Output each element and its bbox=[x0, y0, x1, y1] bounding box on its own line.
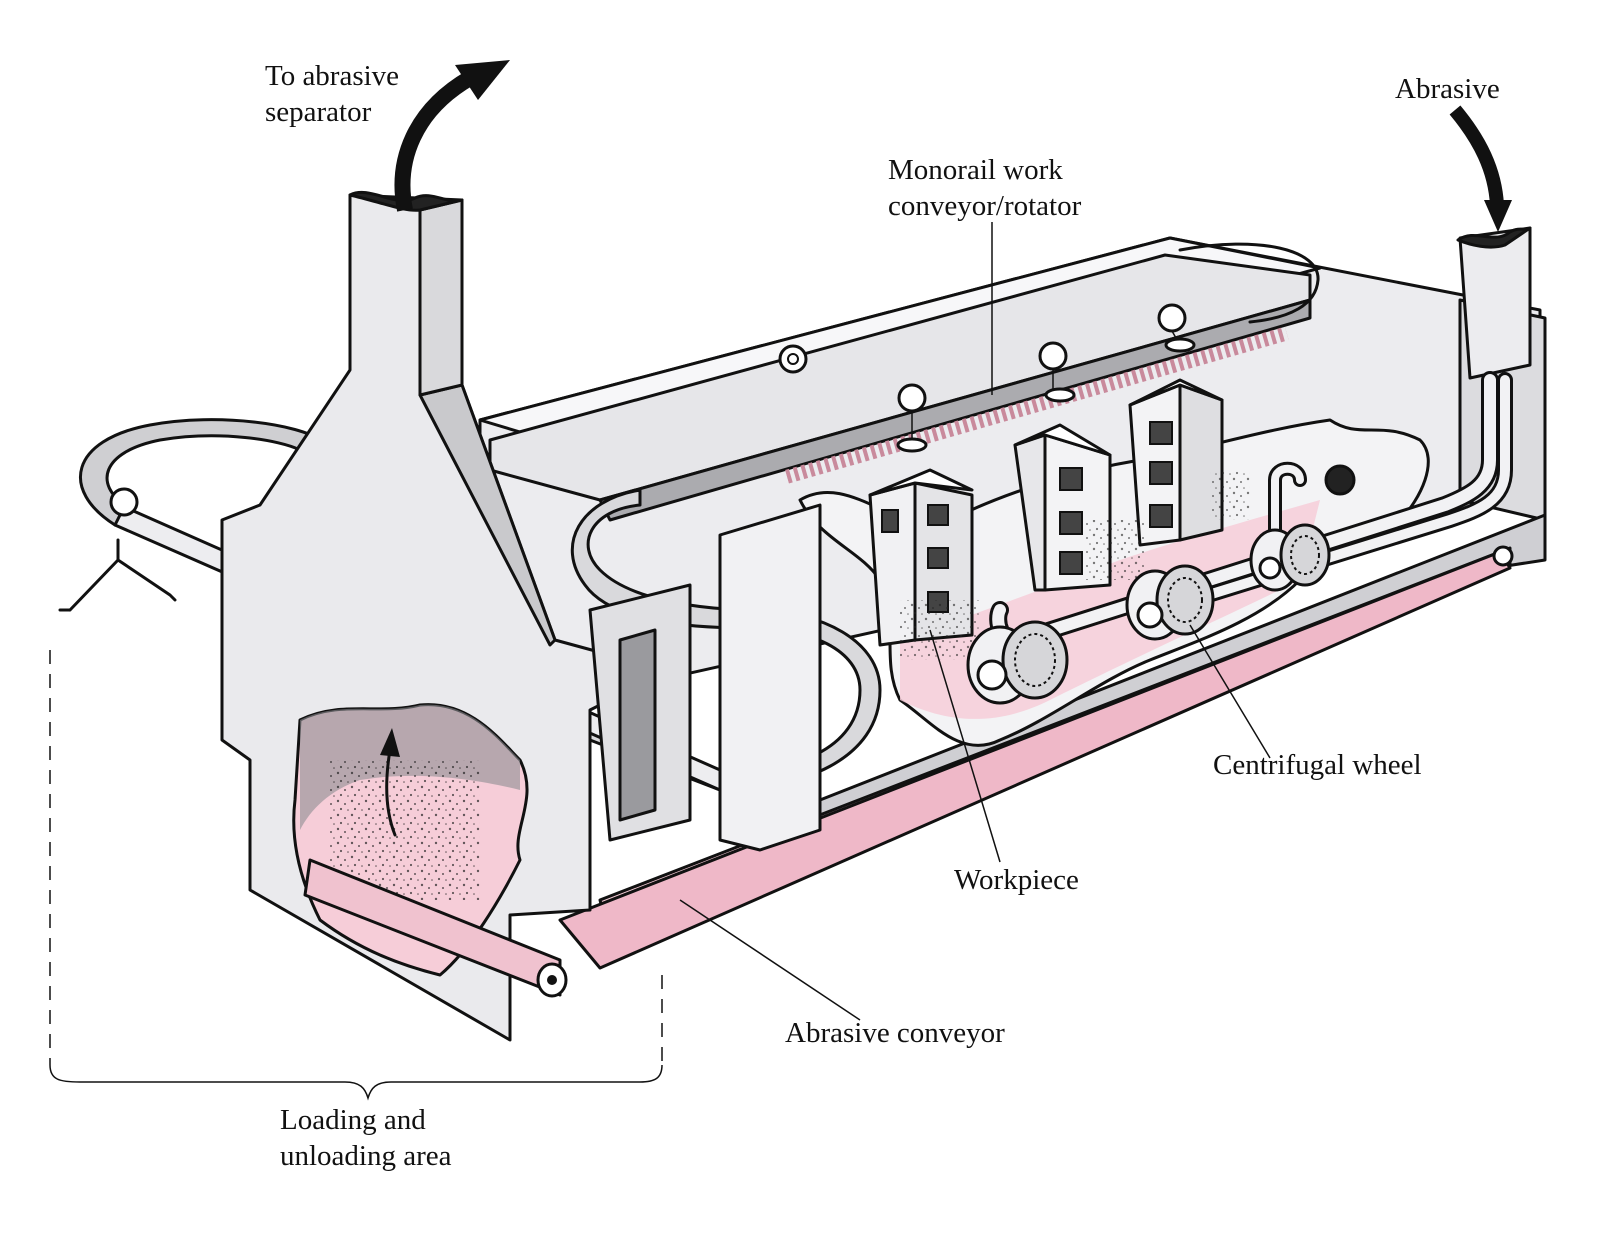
leader-abrasive-conveyor bbox=[679, 899, 861, 1021]
monorail-right-loop bbox=[1178, 242, 1320, 324]
label-abrasive-conveyor: Abrasive conveyor bbox=[785, 1015, 1005, 1051]
label-to-abrasive-separator: To abrasive separator bbox=[265, 58, 399, 130]
label-loading-area-line-2: unloading area bbox=[280, 1140, 452, 1172]
label-workpiece: Workpiece bbox=[954, 862, 1079, 898]
feed-pipe-main-fill bbox=[992, 374, 1496, 647]
abrasive-arrowhead bbox=[1484, 200, 1512, 232]
support-frame-2 bbox=[718, 503, 822, 852]
workpiece-spray-3 bbox=[1210, 470, 1250, 520]
to-separator-arrow bbox=[394, 71, 475, 212]
label-workpiece-text: Workpiece bbox=[954, 864, 1079, 896]
abrasive-conveyor-belt bbox=[558, 550, 1512, 970]
workpiece-spray-2 bbox=[1085, 520, 1145, 580]
label-abrasive-text: Abrasive bbox=[1395, 73, 1500, 105]
workpiece-1-top bbox=[868, 468, 974, 497]
exhaust-hood bbox=[220, 190, 822, 1042]
abrasive-up-arrow bbox=[385, 748, 397, 837]
workpiece-2-top bbox=[1013, 423, 1112, 457]
feed-pipe-branch-fill bbox=[1155, 375, 1510, 615]
pulley-hanger-1 bbox=[897, 383, 927, 413]
abrasive-hopper bbox=[1458, 226, 1532, 380]
abrasive-arrow bbox=[1449, 105, 1504, 206]
pulley-hanger-2 bbox=[1038, 341, 1068, 371]
leader-workpiece bbox=[929, 629, 1001, 863]
workpiece-spray-1 bbox=[900, 600, 980, 660]
workpiece-3-top bbox=[1128, 378, 1224, 407]
duct-side-face bbox=[418, 198, 464, 397]
loading-area-brace bbox=[49, 1064, 663, 1101]
label-monorail-line-1: Monorail work bbox=[888, 154, 1063, 186]
label-loading-area-line-1: Loading and bbox=[280, 1104, 426, 1136]
hanger-hook-left bbox=[58, 538, 177, 612]
label-monorail: Monorail work conveyor/rotator bbox=[888, 152, 1081, 224]
label-to-abrasive-separator-line-1: To abrasive bbox=[265, 60, 400, 92]
label-monorail-line-2: conveyor/rotator bbox=[888, 190, 1082, 222]
support-frame-shadow bbox=[618, 628, 657, 822]
centrifugal-wheel-2 bbox=[1125, 564, 1215, 641]
pulley-left-loop bbox=[109, 487, 139, 517]
conveyor-roller-right bbox=[1492, 545, 1514, 567]
pulley-upper-left bbox=[778, 344, 808, 374]
abrasive-up-arrowhead bbox=[380, 728, 400, 757]
centrifugal-wheel-3 bbox=[1249, 523, 1331, 592]
label-abrasive: Abrasive bbox=[1395, 71, 1500, 107]
label-centrifugal-wheel: Centrifugal wheel bbox=[1213, 747, 1422, 783]
abrasive-feed bbox=[966, 226, 1532, 705]
workpieces bbox=[868, 330, 1250, 660]
leader-centrifugal-wheel bbox=[1189, 624, 1271, 759]
label-abrasive-conveyor-text: Abrasive conveyor bbox=[785, 1017, 1005, 1049]
to-separator-arrowhead bbox=[455, 60, 510, 100]
centrifugal-wheel-1 bbox=[966, 620, 1069, 705]
hopper-opening bbox=[1456, 226, 1532, 249]
label-loading-area: Loading and unloading area bbox=[280, 1102, 452, 1174]
label-to-abrasive-separator-line-2: separator bbox=[265, 96, 372, 128]
pulley-hanger-3 bbox=[1157, 303, 1187, 333]
feed-pipe-inlet bbox=[1324, 464, 1356, 496]
label-centrifugal-wheel-text: Centrifugal wheel bbox=[1213, 749, 1422, 781]
